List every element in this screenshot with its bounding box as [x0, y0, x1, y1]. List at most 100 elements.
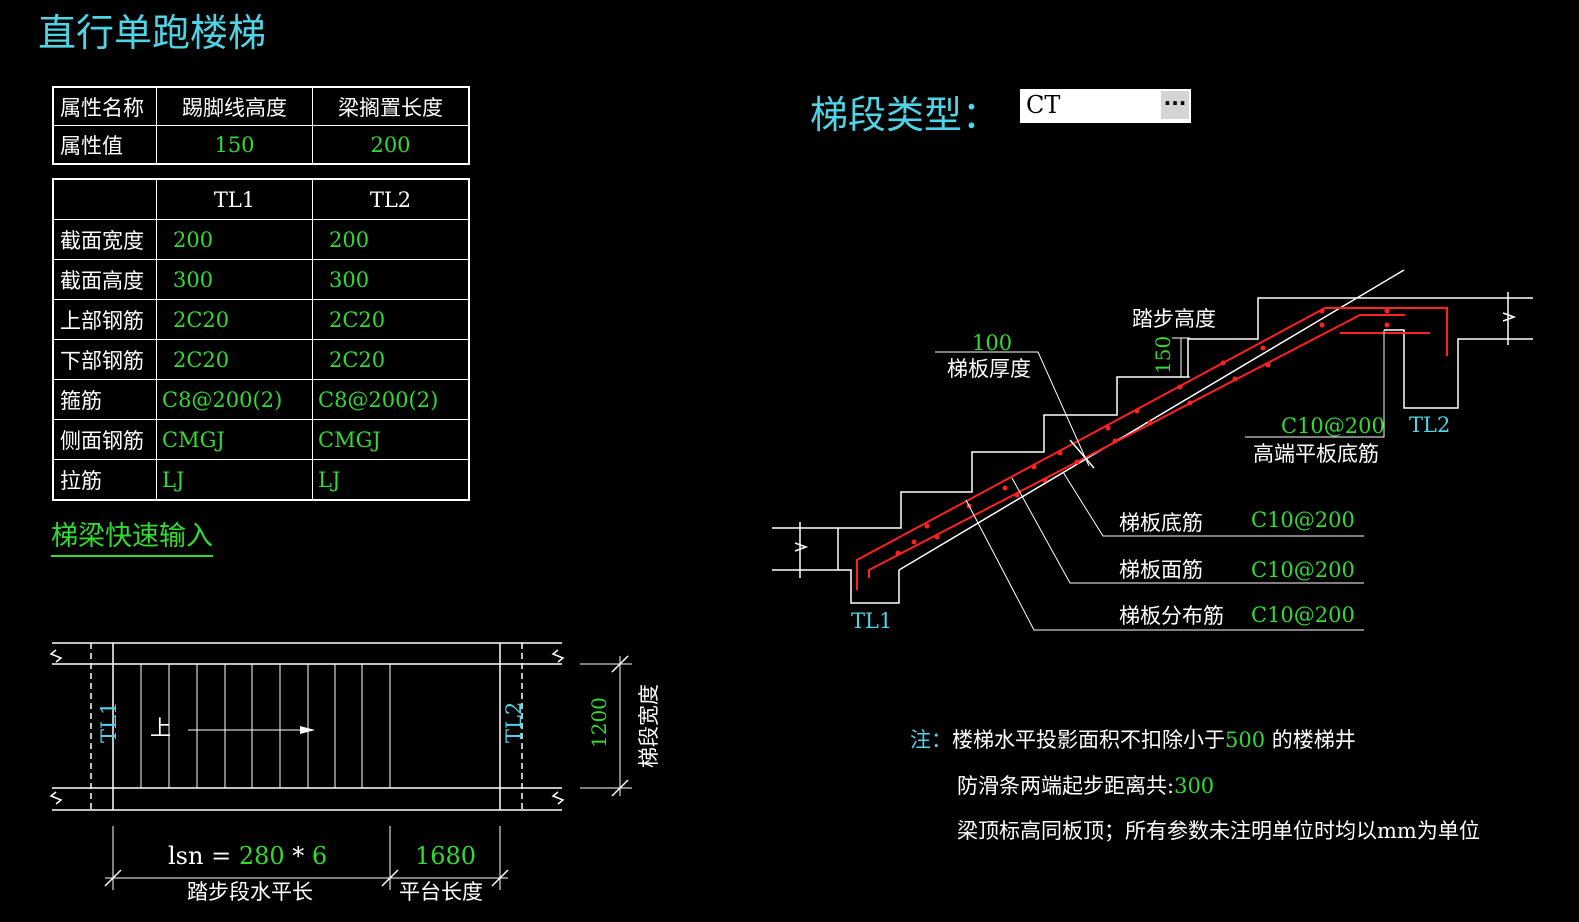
high-end-label: 高端平板底筋	[1253, 442, 1379, 466]
lsn-step-count: 6	[312, 842, 327, 870]
top-bar-value: C10@200	[1251, 558, 1355, 582]
ellipsis-button[interactable]: ···	[1161, 91, 1189, 119]
row-label: 侧面钢筋	[52, 419, 157, 460]
note-prefix: 注：	[910, 728, 952, 752]
row-label-attr-value: 属性值	[52, 125, 157, 165]
tl2-cell[interactable]: 2C20	[312, 339, 470, 380]
lsn-step-width: 280	[239, 842, 285, 870]
row-label: 上部钢筋	[52, 299, 157, 340]
kick-height-value[interactable]: 150	[156, 125, 313, 165]
slab-thickness-value: 100	[972, 331, 1012, 355]
plan-up-label: 上	[150, 716, 171, 740]
note-line1-b: 的楼梯井	[1265, 728, 1356, 752]
tl1-cell[interactable]: C8@200(2)	[156, 379, 313, 420]
dist-bar-value: C10@200	[1251, 603, 1355, 627]
slab-thickness-label: 梯板厚度	[947, 357, 1031, 381]
bottom-bar-leader	[1062, 471, 1364, 537]
note-line-1: 注：楼梯水平投影面积不扣除小于500 的楼梯井	[910, 724, 1356, 754]
tl2-cell[interactable]: 300	[312, 259, 470, 300]
beam-table: TL1 TL2 截面宽度 200 200 截面高度 300 300 上部钢筋 2…	[52, 178, 470, 501]
row-label: 截面高度	[52, 259, 157, 300]
tl1-cell[interactable]: 2C20	[156, 299, 313, 340]
plan-break-left-top	[49, 649, 63, 663]
note-line2-a: 防滑条两端起步距离共:	[957, 774, 1175, 798]
leader-lines	[935, 330, 1385, 631]
plan-view	[49, 642, 565, 811]
row-label: 下部钢筋	[52, 339, 157, 380]
segment-type-value: CT	[1026, 91, 1061, 119]
table-row: 下部钢筋 2C20 2C20	[52, 339, 470, 380]
distribution-bars	[895, 308, 1390, 556]
plan-break-left-bottom	[49, 791, 63, 805]
step-length-label: 踏步段水平长	[187, 880, 313, 904]
top-bar-leader	[1011, 477, 1364, 584]
step-height-label: 踏步高度	[1132, 307, 1216, 331]
plan-tl1-label: TL1	[97, 702, 121, 743]
slab-underside	[838, 269, 1405, 604]
lsn-prefix: lsn =	[168, 842, 239, 870]
table-row: 侧面钢筋 CMGJ CMGJ	[52, 419, 470, 460]
row-label: 拉筋	[52, 459, 157, 501]
low-landing-line	[772, 527, 839, 571]
plan-labels: TL1 TL2 上 1200 梯段宽度 lsn = 280 * 6 1680 踏…	[97, 684, 661, 904]
table-row: 拉筋 LJ LJ	[52, 459, 470, 501]
slab-thickness-tick	[1069, 439, 1095, 469]
table-row: 箍筋 C8@200(2) C8@200(2)	[52, 379, 470, 420]
page-title: 直行单跑楼梯	[38, 11, 267, 55]
property-table: 属性名称 踢脚线高度 梁搁置长度 属性值 150 200	[52, 86, 470, 165]
row-label: 截面宽度	[52, 219, 157, 260]
tl1-cell[interactable]: CMGJ	[156, 419, 313, 460]
beam-quick-input-link[interactable]: 梯梁快速输入	[51, 514, 213, 557]
break-mark-right	[1502, 312, 1517, 322]
tl1-cell[interactable]: 2C20	[156, 339, 313, 380]
tl1-cell[interactable]: LJ	[156, 459, 313, 501]
header-beam-rest: 梁搁置长度	[312, 86, 470, 126]
note-line1-a: 楼梯水平投影面积不扣除小于	[952, 728, 1225, 752]
plan-break-right-top	[551, 649, 565, 663]
tl1-cell[interactable]: 300	[156, 259, 313, 300]
tl2-cell[interactable]: CMGJ	[312, 419, 470, 460]
plan-dimensions	[104, 655, 632, 890]
tl2-label: TL2	[1409, 413, 1450, 437]
tl2-cell[interactable]: C8@200(2)	[312, 379, 470, 420]
row-label: 箍筋	[52, 379, 157, 420]
col-header-tl1: TL1	[156, 178, 313, 220]
top-bar-label: 梯板面筋	[1119, 558, 1203, 582]
segment-type-combo[interactable]: CT ···	[1020, 89, 1191, 123]
bottom-bar-label: 梯板底筋	[1119, 511, 1203, 535]
slab-thickness-leader	[935, 351, 1090, 467]
header-attr-name: 属性名称	[52, 86, 157, 126]
plan-tl2-label: TL2	[502, 702, 526, 743]
note-line1-value[interactable]: 500	[1225, 728, 1266, 752]
high-end-leader	[1245, 330, 1385, 438]
bottom-rebar	[856, 307, 1448, 590]
plan-arrow	[188, 726, 315, 734]
tl2-cell[interactable]: LJ	[312, 459, 470, 501]
note-line-3: 梁顶标高同板顶；所有参数未注明单位时均以mm为单位	[957, 819, 1480, 843]
note-line2-value[interactable]: 300	[1174, 774, 1215, 798]
section-view	[772, 269, 1533, 604]
bottom-bar-value: C10@200	[1251, 508, 1355, 532]
header-kick-height: 踢脚线高度	[156, 86, 313, 126]
stair-step-outline	[838, 297, 1533, 529]
break-mark	[794, 542, 809, 552]
tl2-cell[interactable]: 2C20	[312, 299, 470, 340]
segment-type-label: 梯段类型：	[810, 93, 1001, 137]
plan-treads	[140, 664, 391, 788]
platform-value: 1680	[415, 842, 476, 870]
note-line-2: 防滑条两端起步距离共:300	[957, 770, 1214, 800]
table-row: 上部钢筋 2C20 2C20	[52, 299, 470, 340]
high-end-value: C10@200	[1281, 414, 1385, 438]
dist-bar-leader	[965, 499, 1364, 631]
tl1-label: TL1	[851, 609, 892, 633]
plan-break-right-bottom	[551, 791, 565, 805]
step-height-value: 150	[1151, 336, 1175, 374]
beam-rest-value[interactable]: 200	[312, 125, 470, 165]
plan-width-label: 梯段宽度	[637, 684, 661, 768]
col-header-tl2: TL2	[312, 178, 470, 220]
table-row: 截面高度 300 300	[52, 259, 470, 300]
section-labels: 踏步高度 150 100 梯板厚度 C10@200 高端平板底筋 TL2 TL1…	[851, 307, 1450, 633]
dist-bar-label: 梯板分布筋	[1119, 604, 1224, 628]
tl2-beam-outline	[1384, 329, 1533, 409]
